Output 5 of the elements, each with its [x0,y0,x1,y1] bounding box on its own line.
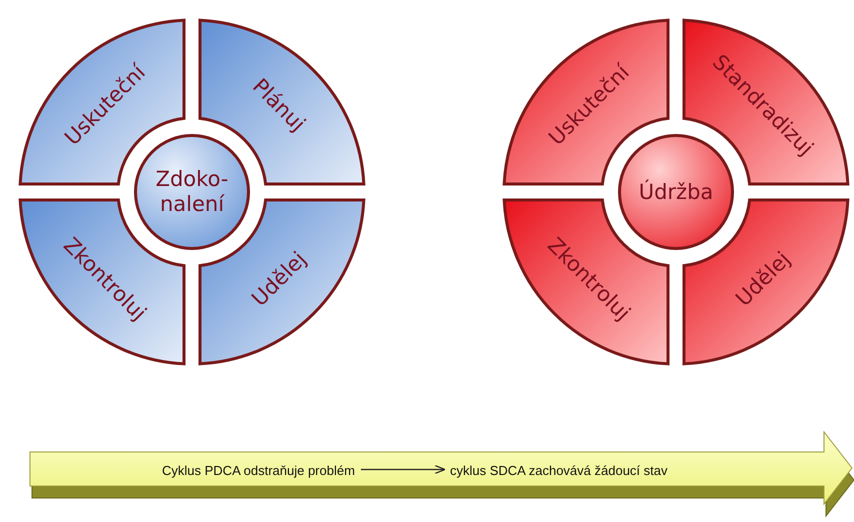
arrow [360,464,446,474]
arrow-text: Cyklus PDCA odstraňuje problém [162,463,355,478]
center-label: Zdoko-nalení [154,167,230,217]
arrow-text: cyklus SDCA zachovává žádoucí stav [450,463,668,478]
center-label: Údržba [638,180,714,204]
